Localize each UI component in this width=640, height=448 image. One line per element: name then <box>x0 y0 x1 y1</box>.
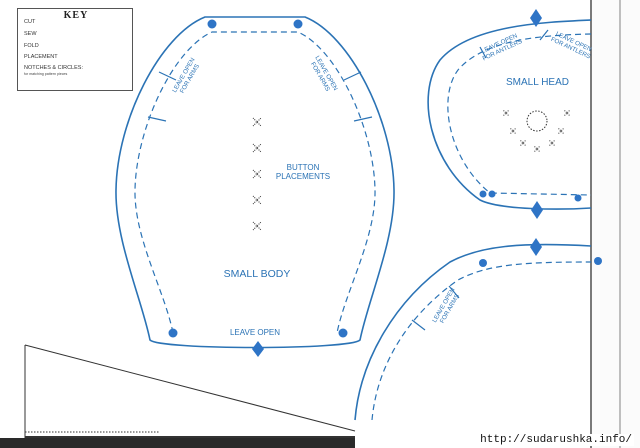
body-circle-top-right <box>293 19 303 29</box>
lower-circle-right <box>594 257 602 265</box>
head-circle-2 <box>488 190 496 198</box>
key-label-fold: FOLD <box>24 43 39 49</box>
body-bottom-label: LEAVE OPEN <box>229 328 281 337</box>
button-placement-marks <box>252 117 262 231</box>
arm-mark-right-top <box>343 71 362 81</box>
antler-mark-right <box>539 29 549 41</box>
body-circle-bottom-right <box>338 328 348 338</box>
body-sew-line <box>134 31 376 334</box>
bottom-left-piece <box>24 344 356 448</box>
arm-mark-left-bottom <box>147 116 167 122</box>
lower-arm-mark-top <box>448 285 460 299</box>
lower-piece <box>354 238 602 421</box>
eye-placement-circle <box>526 110 548 132</box>
key-legend: KEY CUT SEW FOLD PLACEMENT NOTCHES & CIR… <box>17 8 133 91</box>
body-cut-line <box>115 16 395 349</box>
key-label-placement: PLACEMENT <box>24 54 58 60</box>
face-placement-mark <box>564 110 570 116</box>
body-notch-diamond <box>252 341 264 357</box>
arm-mark-right-bottom <box>353 116 373 122</box>
button-placement-mark <box>252 117 262 127</box>
key-subnote: for matching pattern pieces <box>24 72 68 76</box>
key-label-cut: CUT <box>24 19 36 25</box>
head-circle-1 <box>479 190 487 198</box>
arm-mark-left-top <box>158 71 177 81</box>
key-label-notches: NOTCHES & CIRCLES: <box>24 65 83 71</box>
page-margin <box>592 0 640 448</box>
head-circle-3 <box>574 194 582 202</box>
face-placement-mark <box>534 146 540 152</box>
button-placement-mark <box>252 169 262 179</box>
head-title: SMALL HEAD <box>506 77 569 88</box>
head-cut-line <box>427 19 592 210</box>
body-piece <box>115 16 395 357</box>
head-piece <box>427 9 592 219</box>
face-placement-mark <box>503 110 509 116</box>
face-placement-mark <box>558 128 564 134</box>
bottom-left-diagonal <box>24 344 356 432</box>
lower-cut-line <box>354 243 592 421</box>
lower-circle-left <box>479 259 487 267</box>
lower-sew-line <box>371 261 592 421</box>
face-placement-mark <box>510 128 516 134</box>
button-placement-mark <box>252 221 262 231</box>
body-title: SMALL BODY <box>223 268 291 280</box>
face-placement-mark <box>549 140 555 146</box>
face-placement-mark <box>520 140 526 146</box>
head-sew-line <box>447 33 592 196</box>
body-circle-bottom-left <box>168 328 178 338</box>
button-placements-label: BUTTON PLACEMENTS <box>275 163 331 182</box>
button-placement-mark <box>252 143 262 153</box>
body-circle-top-left <box>207 19 217 29</box>
head-notch-diamond-bottom <box>531 201 543 219</box>
antler-mark-left <box>479 46 487 59</box>
button-placement-mark <box>252 195 262 205</box>
lower-arm-mark-bottom <box>411 319 426 331</box>
head-notch-diamond-top <box>530 9 542 27</box>
key-label-sew: SEW <box>24 31 37 37</box>
watermark: http://sudarushka.info/ <box>478 434 634 446</box>
scan-edge-bar <box>0 438 355 448</box>
key-title: KEY <box>63 10 89 21</box>
lower-notch-diamond <box>530 238 542 256</box>
